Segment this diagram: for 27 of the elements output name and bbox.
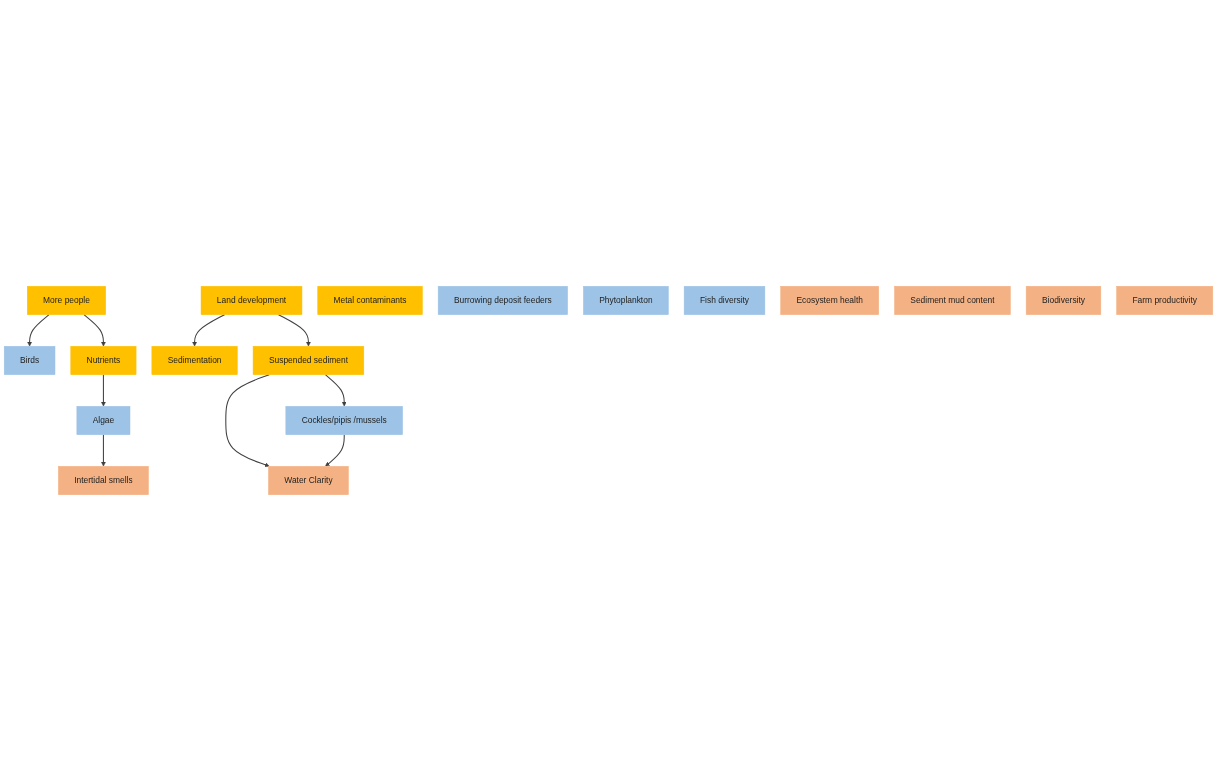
arrow [325, 434, 345, 467]
node-box: Ecosystem health [780, 286, 879, 315]
node-box: Intertidal smells [58, 466, 149, 495]
arrow [324, 374, 347, 407]
arrow [225, 374, 270, 468]
arrow [83, 314, 106, 347]
node-box: Suspended sediment [252, 346, 365, 375]
node-box: Birds [3, 346, 56, 375]
node-box: Fish diversity [683, 286, 766, 315]
node-box: Burrowing deposit feeders [437, 286, 568, 315]
node-box: More people [27, 286, 106, 315]
node-box: Algae [76, 406, 131, 435]
arrow [192, 314, 226, 347]
arrow [277, 314, 311, 347]
arrow [101, 434, 106, 467]
node-box: Phytoplankton [583, 286, 669, 315]
node-box: Cockles/pipis /mussels [285, 406, 403, 435]
node-box: Land development [200, 286, 303, 315]
node-box: Farm productivity [1116, 286, 1214, 315]
node-box: Biodiversity [1025, 286, 1102, 315]
node-box: Water Clarity [268, 466, 349, 495]
arrow [101, 374, 106, 407]
arrow [27, 314, 50, 347]
node-box: Sedimentation [151, 346, 238, 375]
node-box: Metal contaminants [317, 286, 423, 315]
node-box: Sediment mud content [894, 286, 1011, 315]
node-box: Nutrients [70, 346, 137, 375]
